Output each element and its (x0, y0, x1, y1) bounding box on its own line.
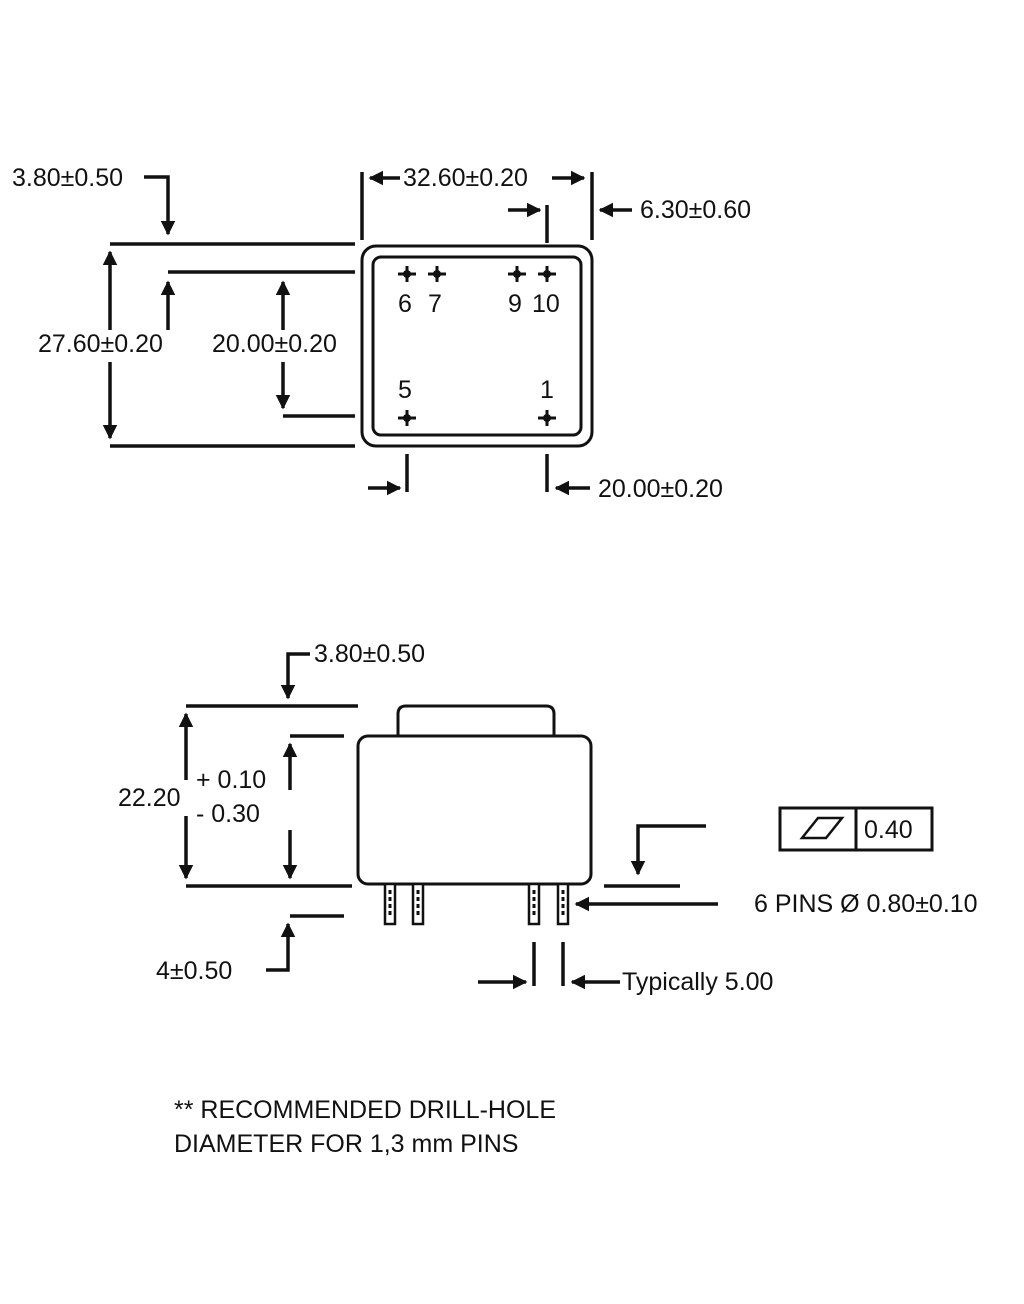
side-view-pin-2 (411, 882, 425, 926)
side-view-pin-3 (527, 882, 541, 926)
pin-label-6: 6 (398, 290, 412, 318)
dim-pin-length: 4±0.50 (156, 957, 232, 985)
pin-label-5: 5 (398, 376, 412, 404)
dim-inner-height: 20.00±0.20 (212, 330, 337, 358)
side-view-cap (396, 704, 556, 738)
dim-outer-height: 27.60±0.20 (38, 330, 163, 358)
pin-label-9: 9 (508, 290, 522, 318)
dim-width: 32.60±0.20 (403, 164, 528, 192)
side-view: 3.80±0.50 22.20 + 0.10 - 0.30 4±0.50 0.4… (118, 640, 978, 996)
note-line-1: ** RECOMMENDED DRILL-HOLE (174, 1096, 556, 1124)
dim-right-offset: 6.30±0.60 (640, 196, 751, 224)
dim-tol-minus: - 0.30 (196, 800, 260, 828)
flatness-parallelogram-icon (799, 816, 845, 840)
note-line-2: DIAMETER FOR 1,3 mm PINS (174, 1130, 518, 1158)
pin-label-10: 10 (532, 290, 560, 318)
pin-marker-7 (428, 266, 446, 282)
top-view-inner-body (371, 255, 583, 437)
top-view: 6 7 9 10 5 1 3.80±0.50 27.60±0.20 20.00±… (12, 164, 751, 503)
pin-pitch: Typically 5.00 (622, 968, 773, 996)
leader-side-top-offset (280, 652, 310, 700)
flatness-tolerance-frame: 0.40 (778, 806, 934, 852)
dim-side-height: 22.20 (118, 784, 181, 812)
dim-tol-plus: + 0.10 (196, 766, 266, 794)
leader-pin-length (266, 922, 296, 972)
pin-marker-6 (398, 266, 416, 282)
flatness-value: 0.40 (864, 816, 913, 844)
pin-marker-5 (398, 410, 416, 426)
pin-marker-9 (508, 266, 526, 282)
side-view-body (356, 734, 593, 886)
pin-marker-10 (538, 266, 556, 282)
leader-left-offset (144, 175, 176, 236)
pin-label-7: 7 (428, 290, 442, 318)
dim-pin-spacing: 20.00±0.20 (598, 475, 723, 503)
dim-side-top-offset: 3.80±0.50 (314, 640, 425, 668)
side-view-pin-1 (383, 882, 397, 926)
side-view-pin-4 (556, 882, 570, 926)
pins-spec: 6 PINS Ø 0.80±0.10 (754, 890, 978, 918)
dim-left-offset: 3.80±0.50 (12, 164, 123, 192)
pin-marker-1 (538, 410, 556, 426)
leader-flatness (630, 824, 706, 876)
pin-label-1: 1 (540, 376, 554, 404)
